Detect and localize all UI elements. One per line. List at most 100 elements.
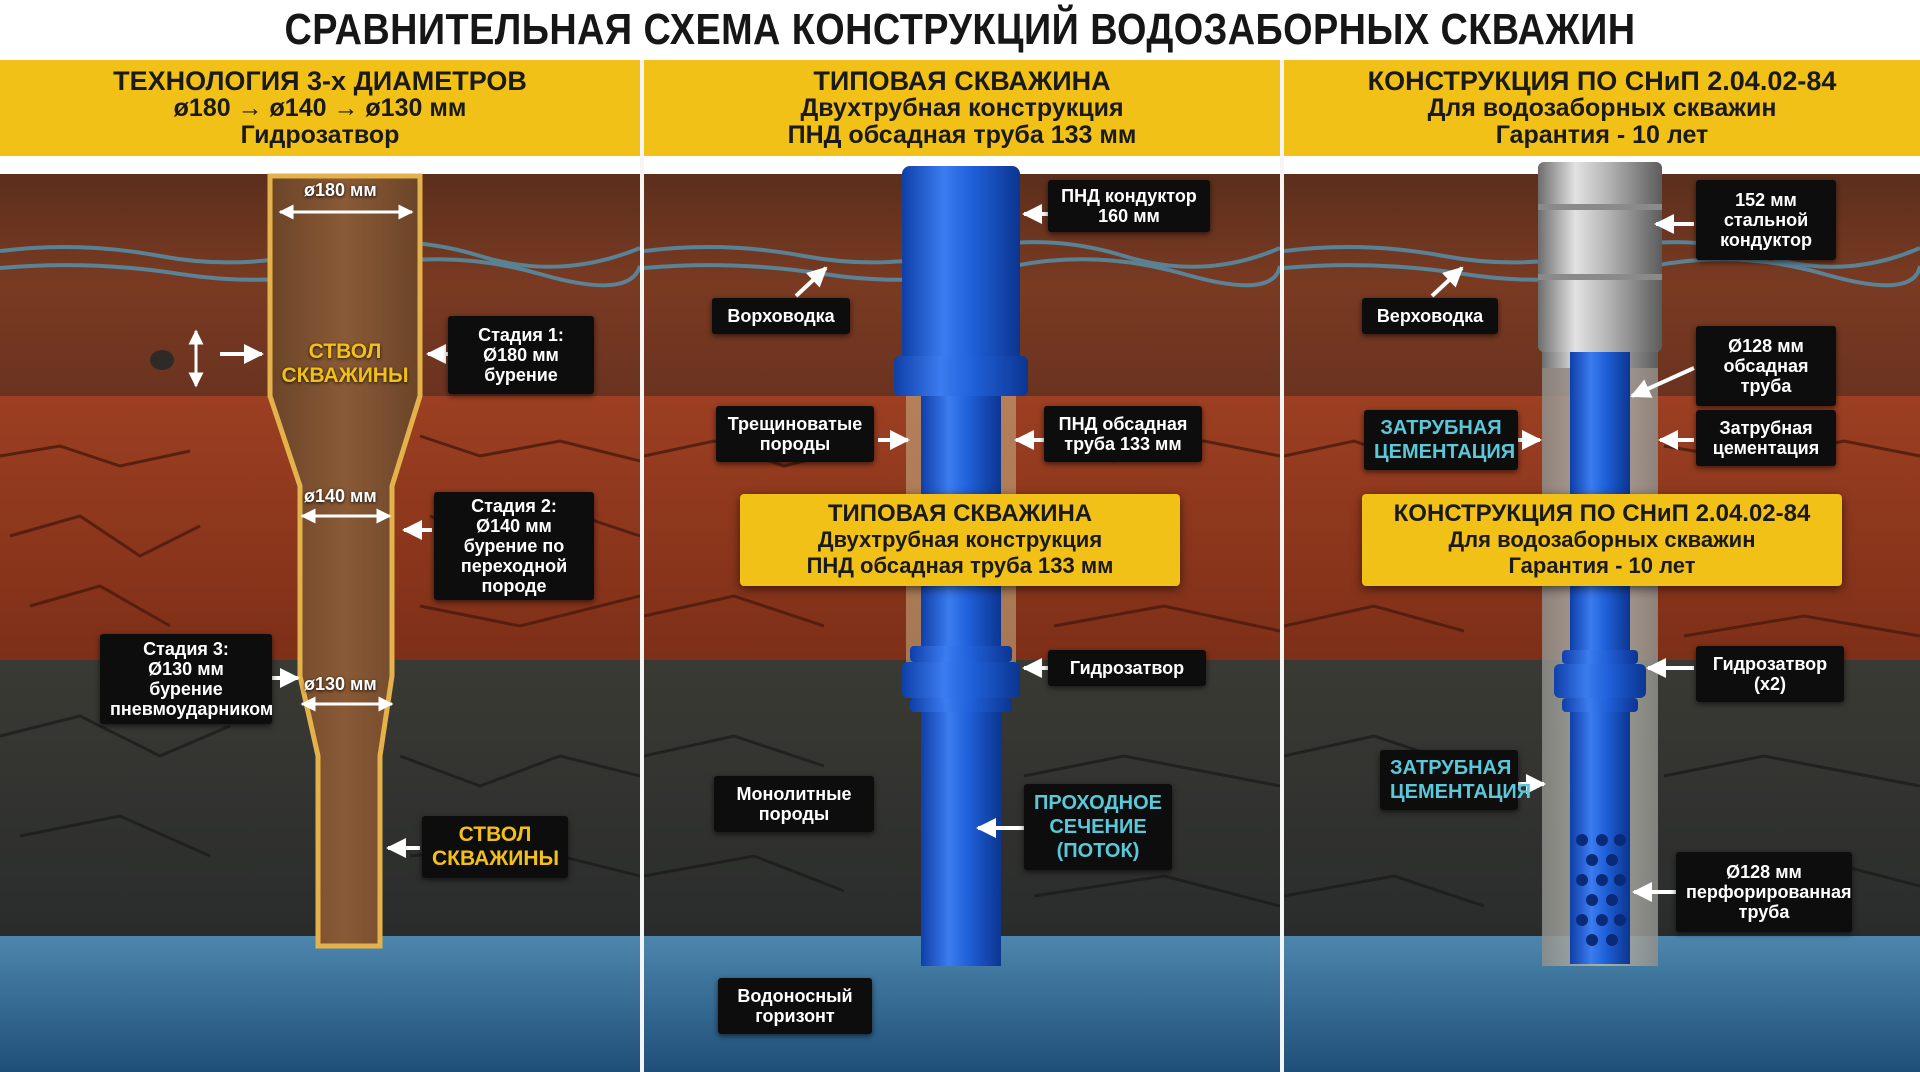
borehole-shaft: [267, 173, 423, 949]
stage3-label: Стадия 3: Ø130 мм бурение пневмоударнико…: [100, 634, 274, 724]
cement-left-line1: ЗАТРУБНАЯ: [1380, 417, 1502, 439]
conductor-line2: 160 мм: [1098, 206, 1160, 226]
cement-left-line2: ЦЕМЕНТАЦИЯ: [1374, 441, 1516, 463]
callout-middle-line3: ПНД обсадная труба 133 мм: [806, 553, 1114, 578]
cement-right-line2: цементация: [1712, 438, 1820, 458]
verkhovodka-label-right: Верховодка: [1362, 298, 1498, 334]
scene-right: 152 мм стальной кондуктор Верховодка Ø12…: [1284, 156, 1920, 1072]
divider-left: [640, 60, 644, 1072]
bore-label-top: СТВОЛ СКВАЖИНЫ: [280, 340, 410, 388]
callout-right-line3: Гарантия - 10 лет: [1508, 553, 1696, 578]
ground-cross-section-left: [0, 156, 640, 1072]
stage2-label: Стадия 2: Ø140 мм бурение по переходной …: [434, 492, 594, 600]
header-right-line2: Для водозаборных скважин: [1427, 93, 1777, 122]
flow-section-label: ПРОХОДНОЕ СЕЧЕНИЕ (ПОТОК): [1024, 784, 1172, 870]
cement-right-line1: Затрубная: [1719, 418, 1813, 438]
monolithic-rock-label: Монолитные породы: [714, 776, 874, 832]
casing-label-middle: ПНД обсадная труба 133 мм: [1044, 406, 1202, 462]
conductor-label: ПНД кондуктор 160 мм: [1048, 180, 1210, 232]
dim-140: ø140 мм: [304, 486, 377, 506]
callout-right-line2: Для водозаборных скважин: [1448, 527, 1756, 552]
steel-line1: 152 мм: [1735, 190, 1797, 210]
header-right-line3: Гарантия - 10 лет: [1495, 120, 1709, 149]
cement-label-left: ЗАТРУБНАЯ ЦЕМЕНТАЦИЯ: [1364, 410, 1518, 470]
casing-right-line1: Ø128 мм: [1728, 336, 1804, 356]
stage2-line4: переходной: [460, 556, 568, 576]
stage1-line3: бурение: [484, 365, 558, 385]
steel-line2: стальной: [1723, 210, 1809, 230]
aquifer-label: Водоносный горизонт: [718, 978, 872, 1034]
cement-label-right: Затрубная цементация: [1696, 410, 1836, 466]
conductor-pipe: [902, 166, 1020, 396]
conductor-line1: ПНД кондуктор: [1061, 186, 1197, 206]
hydroseal-label-middle: Гидрозатвор: [1048, 650, 1206, 686]
monolithic-line1: Монолитные: [736, 784, 852, 804]
panel-header-right: КОНСТРУКЦИЯ ПО СНиП 2.04.02-84 Для водоз…: [1284, 60, 1920, 156]
verkhovodka-label-middle: Ворховодка: [712, 298, 850, 334]
header-middle-line3: ПНД обсадная труба 133 мм: [787, 120, 1137, 149]
hydroseal-right-line1: Гидрозатвор: [1712, 654, 1828, 674]
callout-middle-line1: ТИПОВАЯ СКВАЖИНА: [827, 500, 1093, 527]
typical-well-callout: ТИПОВАЯ СКВАЖИНА Двухтрубная конструкция…: [740, 494, 1180, 586]
stage2-line2: Ø140 мм: [476, 516, 552, 536]
panel-snip-construction: КОНСТРУКЦИЯ ПО СНиП 2.04.02-84 Для водоз…: [1284, 60, 1920, 1072]
steel-conductor-label: 152 мм стальной кондуктор: [1696, 180, 1836, 260]
aquifer-line1: Водоносный: [737, 986, 853, 1006]
stage3-line3: бурение: [149, 679, 223, 699]
cement-label-lower: ЗАТРУБНАЯ ЦЕМЕНТАЦИЯ: [1380, 750, 1532, 810]
divider-right: [1280, 60, 1284, 1072]
panel-header-middle: ТИПОВАЯ СКВАЖИНА Двухтрубная конструкция…: [644, 60, 1280, 156]
flow-line1: ПРОХОДНОЕ: [1034, 792, 1162, 814]
bore-label-bottom: СТВОЛ СКВАЖИНЫ: [422, 816, 568, 878]
perforated-line3: труба: [1738, 902, 1790, 922]
header-right-line1: КОНСТРУКЦИЯ ПО СНиП 2.04.02-84: [1367, 65, 1837, 96]
stage2-line3: бурение по: [463, 536, 565, 556]
perforated-line1: Ø128 мм: [1726, 862, 1802, 882]
panel-typical-well: ТИПОВАЯ СКВАЖИНА Двухтрубная конструкция…: [644, 60, 1280, 1072]
bore-label-bottom-line1: СТВОЛ: [458, 823, 532, 846]
casing-middle-line1: ПНД обсадная: [1058, 414, 1188, 434]
scene-left: ø180 мм ø140 мм ø130 мм СТВОЛ СКВАЖИНЫ С…: [0, 156, 640, 1072]
ground-cross-section-middle: [644, 156, 1280, 1072]
stage3-line2: Ø130 мм: [148, 659, 224, 679]
bore-label-top-line2: СКВАЖИНЫ: [281, 364, 409, 387]
callout-right-line1: КОНСТРУКЦИЯ ПО СНиП 2.04.02-84: [1393, 500, 1811, 527]
dim-130: ø130 мм: [304, 674, 377, 694]
steel-conductor: [1538, 162, 1662, 352]
hydroseal-right-line2: (x2): [1753, 674, 1786, 694]
monolithic-line2: породы: [758, 804, 830, 824]
casing-right-line3: труба: [1740, 376, 1792, 396]
main-title: СРАВНИТЕЛЬНАЯ СХЕМА КОНСТРУКЦИЙ ВОДОЗАБО…: [284, 5, 1636, 54]
stage1-line1: Стадия 1:: [478, 325, 564, 345]
hydroseal-label-right: Гидрозатвор (x2): [1696, 646, 1844, 702]
flow-line2: СЕЧЕНИЕ: [1049, 816, 1147, 838]
aquifer-line2: горизонт: [755, 1006, 835, 1026]
perforated-line2: перфорированная: [1686, 882, 1852, 902]
fractured-rock-label: Трещиноватые породы: [716, 406, 874, 462]
flow-line3: (ПОТОК): [1056, 840, 1140, 862]
scene-middle: ПНД кондуктор 160 мм Ворховодка Трещинов…: [644, 156, 1280, 1072]
header-left-line3: Гидрозатвор: [240, 120, 400, 149]
bore-label-bottom-line2: СКВАЖИНЫ: [432, 847, 560, 870]
stage3-line4: пневмоударником: [110, 699, 274, 719]
fractured-line1: Трещиноватые: [727, 414, 863, 434]
stage1-label: Стадия 1: Ø180 мм бурение: [448, 316, 594, 394]
stage2-line1: Стадия 2:: [471, 496, 557, 516]
stage2-line5: породе: [481, 576, 547, 596]
steel-line3: кондуктор: [1720, 230, 1812, 250]
panel-three-diameters: ТЕХНОЛОГИЯ 3-х ДИАМЕТРОВ ø180 → ø140 → ø…: [0, 60, 640, 1072]
panel-header-left: ТЕХНОЛОГИЯ 3-х ДИАМЕТРОВ ø180 → ø140 → ø…: [0, 60, 640, 156]
cement-lower-line2: ЦЕМЕНТАЦИЯ: [1390, 781, 1532, 803]
fractured-line2: породы: [759, 434, 831, 454]
callout-middle-line2: Двухтрубная конструкция: [817, 527, 1103, 552]
casing-label-right: Ø128 мм обсадная труба: [1696, 326, 1836, 406]
stage3-line1: Стадия 3:: [143, 639, 229, 659]
ground-cross-section-right: [1284, 156, 1920, 1072]
snip-construction-callout: КОНСТРУКЦИЯ ПО СНиП 2.04.02-84 Для водоз…: [1362, 494, 1842, 586]
perforated-pipe-label: Ø128 мм перфорированная труба: [1676, 852, 1852, 932]
header-middle-line1: ТИПОВАЯ СКВАЖИНА: [813, 65, 1111, 96]
casing-right-line2: обсадная: [1723, 356, 1809, 376]
header-left-line2: ø180 → ø140 → ø130 мм: [173, 93, 467, 122]
header-middle-line2: Двухтрубная конструкция: [800, 93, 1124, 122]
dim-180: ø180 мм: [304, 180, 377, 200]
